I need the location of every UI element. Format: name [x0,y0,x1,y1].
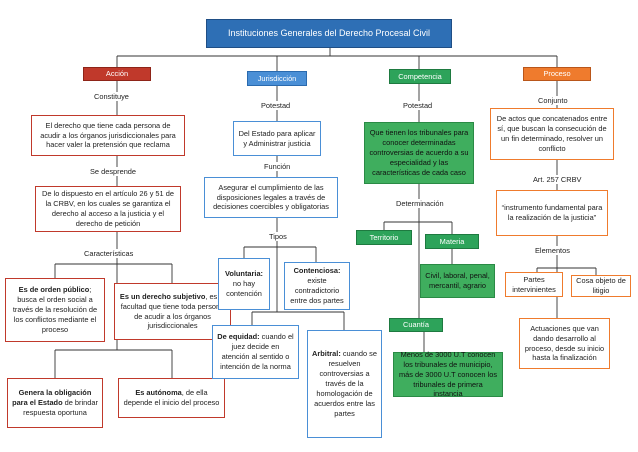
label-se-desprende: Se desprende [88,167,139,176]
jurisdiccion-funcion: Asegurar el cumplimiento de las disposic… [204,177,338,218]
jurisdiccion-tipo-voluntaria: Voluntaria: no hay contención [218,258,270,310]
proceso-header: Proceso [523,67,591,81]
accion-definicion: El derecho que tiene cada persona de acu… [31,115,185,156]
competencia-cuantia-detalle: Menos de 3000 U.T conocen los tribunales… [393,350,503,398]
jurisdiccion-tipo-contenciosa: Contenciosa: existe contradictorio entre… [284,262,350,310]
accion-header: Acción [83,67,151,81]
proceso-art-257: “instrumento fundamental para la realiza… [496,190,608,236]
competencia-cuantia: Cuantía [389,318,443,332]
jurisdiccion-potestad: Del Estado para aplicar y Administrar ju… [233,121,321,156]
competencia-territorio: Territorio [356,230,412,245]
label-elementos: Elementos [533,246,572,255]
accion-caracteristica-orden-publico: Es de orden público; busca el orden soci… [5,278,105,342]
competencia-materia-detalle: Civil, laboral, penal, mercantil, agrari… [420,264,495,298]
jurisdiccion-header: Jurisdicción [247,71,307,86]
competencia-materia: Materia [425,234,479,249]
label-art-257: Art. 257 CRBV [531,175,584,184]
label-potestad-competencia: Potestad [401,101,435,110]
proceso-conjunto: De actos que concatenados entre sí, que … [490,108,614,160]
proceso-partes: Partes intervinientes [505,272,563,297]
label-funcion: Función [262,162,293,171]
proceso-actuaciones: Actuaciones que van dando desarrollo al … [519,318,610,369]
label-conjunto: Conjunto [536,96,570,105]
proceso-cosa-objeto: Cosa objeto de litigio [571,275,631,297]
label-constituye: Constituye [92,92,131,101]
label-tipos: Tipos [267,232,289,241]
accion-fundamento: De lo dispuesto en el artículo 26 y 51 d… [35,186,181,232]
label-determinacion: Determinación [394,199,446,208]
diagram-title: Instituciones Generales del Derecho Proc… [206,19,452,48]
jurisdiccion-tipo-arbitral: Arbitral: cuando se resuelven controvers… [307,330,382,438]
competencia-potestad: Que tienen los tribunales para conocer d… [364,122,474,184]
label-caracteristicas: Características [82,249,136,258]
accion-caracteristica-obligacion-estado: Genera la obligación para el Estado de b… [7,378,103,428]
label-potestad-jurisdiccion: Potestad [259,101,293,110]
jurisdiccion-tipo-equidad: De equidad: cuando el juez decide en ate… [212,325,299,379]
competencia-header: Competencia [389,69,451,84]
accion-caracteristica-derecho-subjetivo: Es un derecho subjetivo, es la facultad … [114,283,231,340]
accion-caracteristica-autonoma: Es autónoma, de ella depende el inicio d… [118,378,225,418]
